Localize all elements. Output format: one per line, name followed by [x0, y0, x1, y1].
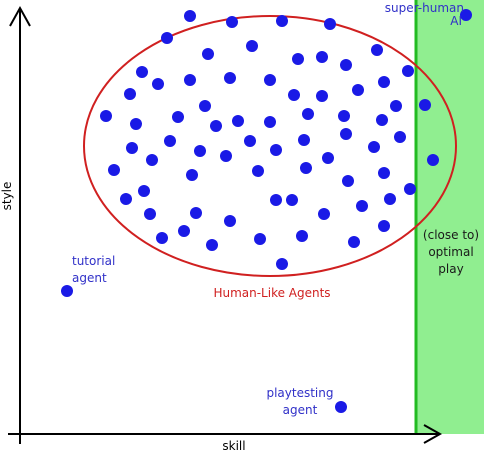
human-like-agent-dot	[244, 135, 256, 147]
human-like-agent-dot	[178, 225, 190, 237]
human-like-agent-dot	[100, 110, 112, 122]
human-like-agent-dot	[146, 154, 158, 166]
optimal-agent-dot	[427, 154, 439, 166]
human-like-agent-dot	[246, 40, 258, 52]
optimal-agent-dot	[419, 99, 431, 111]
human-like-agent-dot	[226, 16, 238, 28]
super-human-ai-dot	[460, 9, 472, 21]
human-like-agent-dot	[270, 194, 282, 206]
super-human-ai-label: super-human AI	[385, 1, 464, 28]
svg-text:AI: AI	[450, 14, 462, 28]
human-like-agent-dot	[184, 74, 196, 86]
human-like-agent-dot	[286, 194, 298, 206]
human-like-agent-dot	[322, 152, 334, 164]
human-like-agent-dot	[384, 193, 396, 205]
svg-text:playtesting: playtesting	[266, 386, 333, 400]
human-like-agent-dot	[190, 207, 202, 219]
human-like-agent-dot	[124, 88, 136, 100]
human-like-agent-dot	[276, 258, 288, 270]
human-like-agent-dot	[186, 169, 198, 181]
svg-text:(close to): (close to)	[423, 228, 479, 242]
human-like-agent-dot	[220, 150, 232, 162]
human-like-agent-dot	[404, 183, 416, 195]
human-like-agent-dot	[126, 142, 138, 154]
optimal-play-label: (close to) optimal play	[423, 228, 479, 276]
tutorial-agent-label: tutorial agent	[72, 254, 115, 285]
x-axis	[8, 424, 443, 444]
svg-text:agent: agent	[283, 403, 318, 417]
y-axis	[9, 5, 31, 444]
human-like-agent-dot	[371, 44, 383, 56]
human-like-agent-dot	[352, 84, 364, 96]
human-like-agent-dot	[202, 48, 214, 60]
human-like-agent-dot	[356, 200, 368, 212]
human-like-agent-dot	[224, 215, 236, 227]
svg-text:optimal: optimal	[428, 245, 473, 259]
human-like-agent-dot	[378, 167, 390, 179]
svg-text:super-human: super-human	[385, 1, 464, 15]
human-like-agent-dot	[378, 220, 390, 232]
human-like-agent-dot	[340, 128, 352, 140]
human-like-agent-dot	[206, 239, 218, 251]
human-like-agent-dot	[252, 165, 264, 177]
human-like-agent-dot	[316, 51, 328, 63]
human-like-agent-dot	[296, 230, 308, 242]
human-like-agent-dot	[138, 185, 150, 197]
human-like-agent-dot	[161, 32, 173, 44]
human-like-agent-dot	[376, 114, 388, 126]
human-like-agent-dot	[172, 111, 184, 123]
human-like-agent-dot	[298, 134, 310, 146]
human-like-agent-dot	[368, 141, 380, 153]
human-like-agent-dot	[302, 108, 314, 120]
svg-text:agent: agent	[72, 271, 107, 285]
playtesting-agent-dot	[335, 401, 347, 413]
human-like-agent-dot	[199, 100, 211, 112]
human-like-agent-dot	[270, 144, 282, 156]
human-like-agent-dot	[264, 116, 276, 128]
human-like-agent-dot	[210, 120, 222, 132]
human-like-agent-dot	[288, 89, 300, 101]
x-axis-label: skill	[222, 439, 245, 450]
y-axis-label: style	[0, 182, 14, 211]
human-like-agent-dot	[184, 10, 196, 22]
human-like-agent-dot	[300, 162, 312, 174]
human-like-agent-dot	[254, 233, 266, 245]
human-like-agent-dot	[264, 74, 276, 86]
human-like-agents-label: Human-Like Agents	[213, 286, 330, 300]
human-like-agent-dot	[232, 115, 244, 127]
human-like-agent-dot	[338, 110, 350, 122]
human-like-agent-dot	[316, 90, 328, 102]
human-like-agent-dot	[402, 65, 414, 77]
agent-dots	[61, 9, 472, 413]
human-like-agent-dot	[136, 66, 148, 78]
human-like-agent-dot	[390, 100, 402, 112]
human-like-agent-dot	[342, 175, 354, 187]
tutorial-agent-dot	[61, 285, 73, 297]
svg-text:play: play	[438, 262, 463, 276]
human-like-agent-dot	[276, 15, 288, 27]
human-like-agent-dot	[394, 131, 406, 143]
human-like-agent-dot	[348, 236, 360, 248]
playtesting-agent-label: playtesting agent	[266, 386, 333, 417]
human-like-agent-dot	[120, 193, 132, 205]
human-like-agent-dot	[156, 232, 168, 244]
optimal-play-region	[416, 0, 484, 434]
human-like-agent-dot	[324, 18, 336, 30]
human-like-agent-dot	[164, 135, 176, 147]
human-like-agent-dot	[292, 53, 304, 65]
human-like-agent-dot	[144, 208, 156, 220]
human-like-agent-dot	[194, 145, 206, 157]
svg-text:tutorial: tutorial	[72, 254, 115, 268]
human-like-agent-dot	[152, 78, 164, 90]
human-like-agent-dot	[340, 59, 352, 71]
human-like-agent-dot	[378, 76, 390, 88]
human-like-agent-dot	[130, 118, 142, 130]
human-like-agent-dot	[108, 164, 120, 176]
human-like-agents-ellipse	[83, 15, 457, 277]
human-like-agent-dot	[318, 208, 330, 220]
human-like-agent-dot	[224, 72, 236, 84]
